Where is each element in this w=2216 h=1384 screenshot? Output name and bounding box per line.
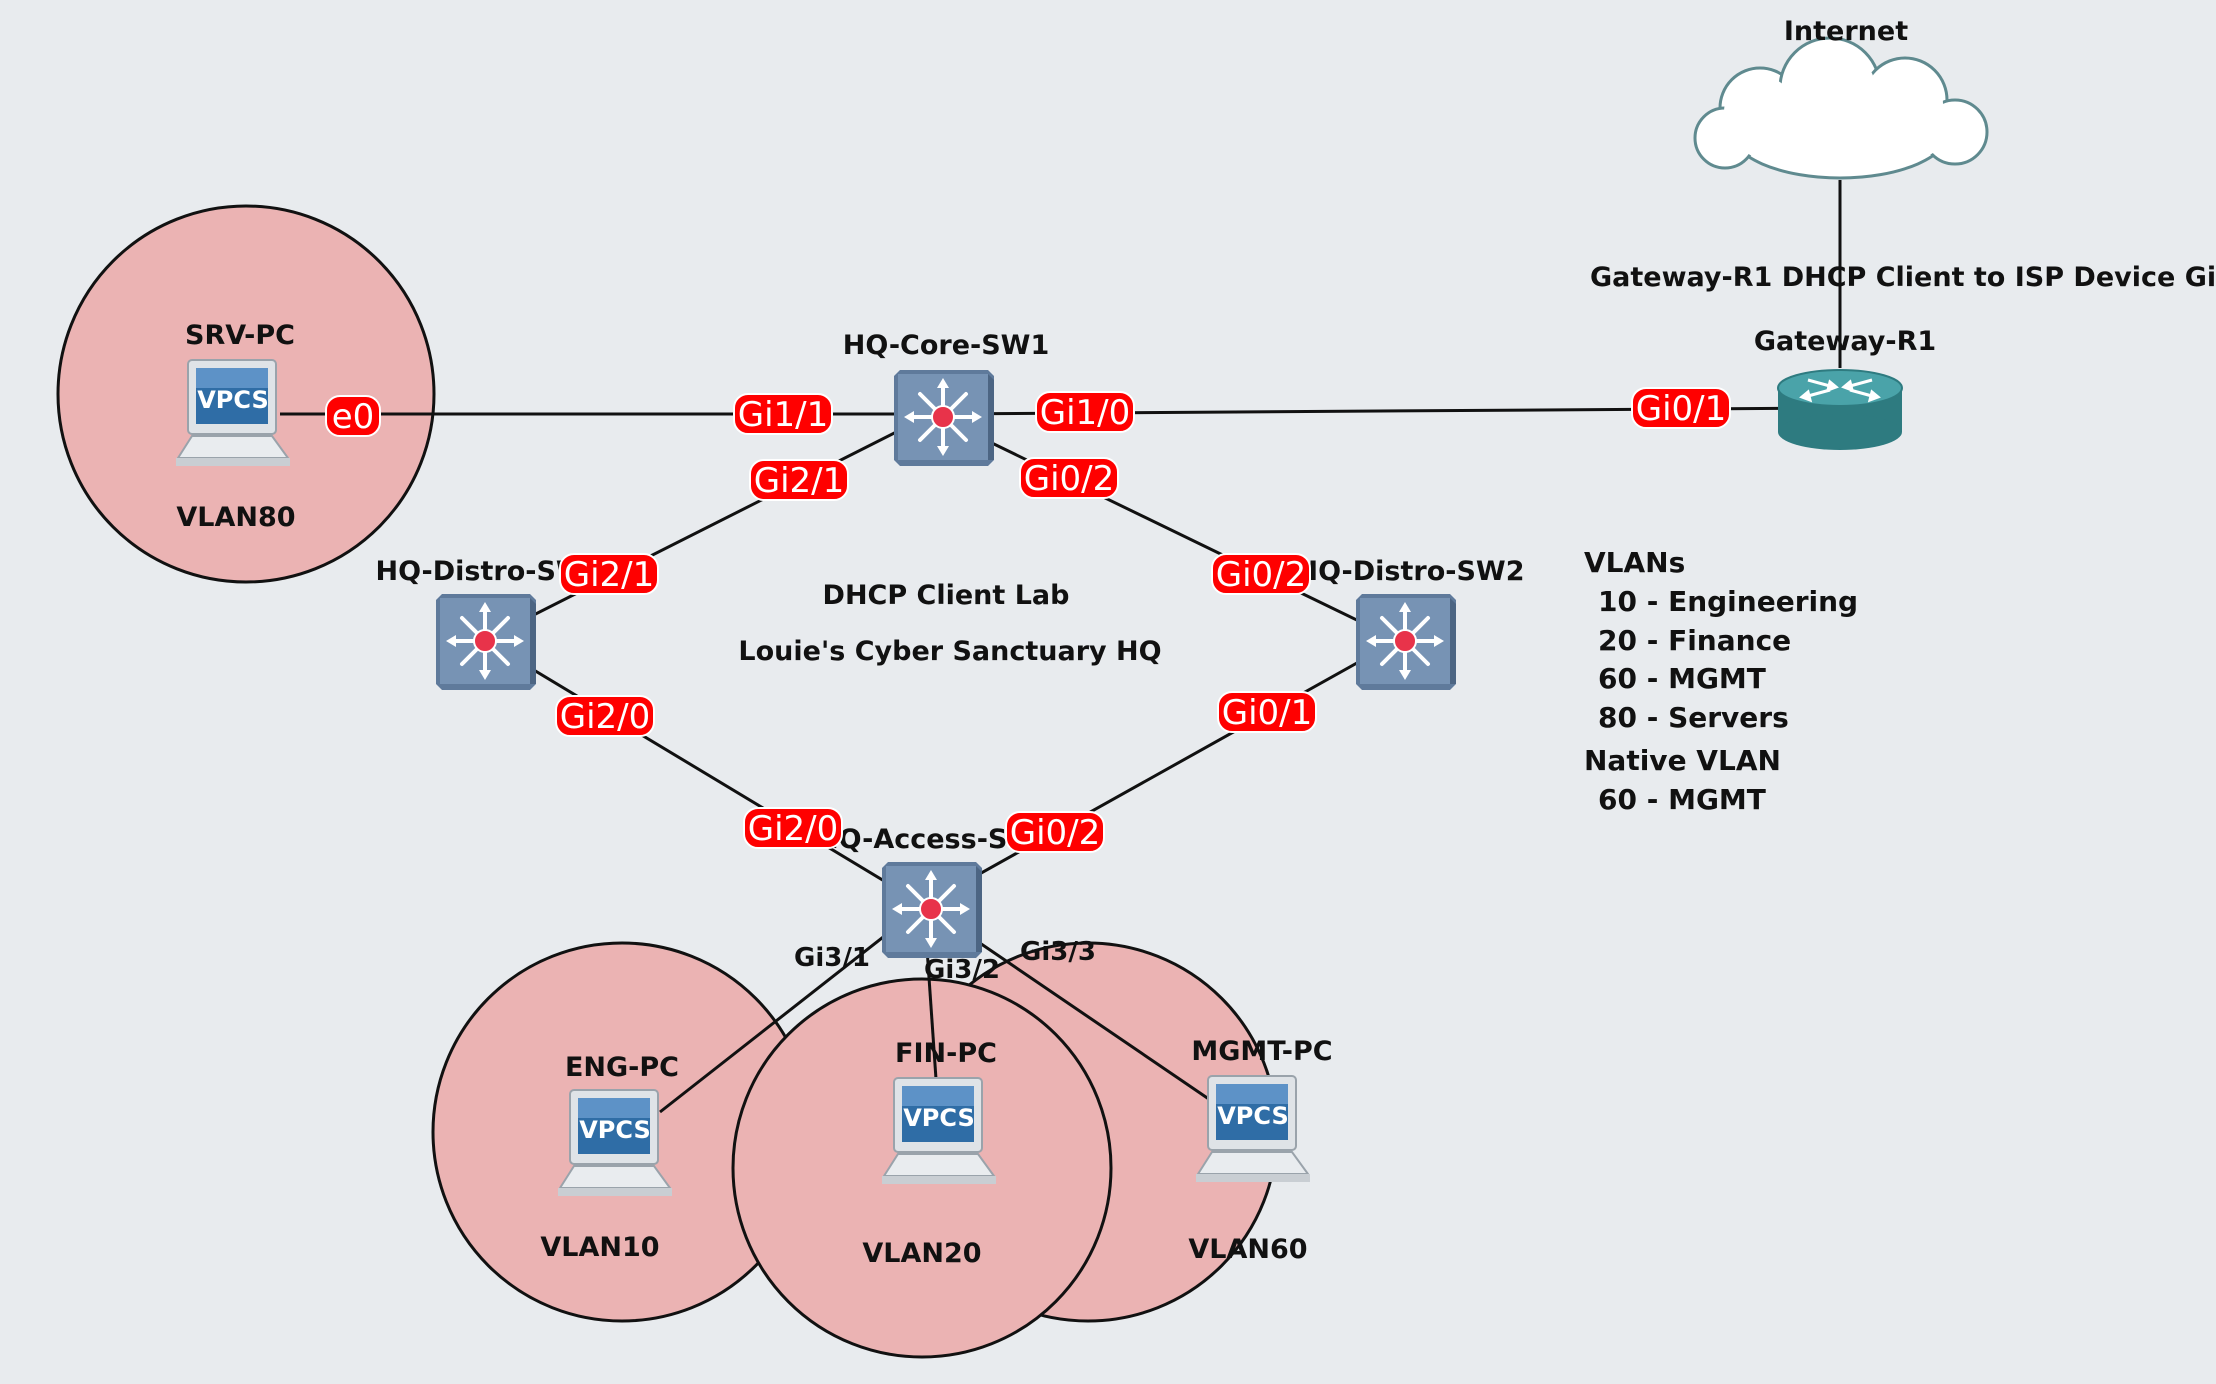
port-label-text: Gi2/1	[564, 555, 655, 595]
internet-label: Internet	[1784, 16, 1908, 47]
srv-pc[interactable]: VPCS SRV-PC VLAN80	[175, 320, 296, 533]
port-label-text: Gi2/1	[754, 461, 845, 501]
router-note: Gateway-R1 DHCP Client to ISP Device Gi0…	[1590, 262, 2216, 293]
port-label[interactable]: Gi2/0	[743, 807, 843, 849]
fin-pc-label: FIN-PC	[895, 1038, 997, 1069]
port-label-text: Gi2/0	[560, 697, 651, 737]
vlan-legend: VLANs 10 - Engineering 20 - Finance 60 -…	[1584, 546, 1858, 816]
switch-icon	[880, 860, 984, 960]
port-label-text: Gi0/2	[1010, 813, 1101, 853]
distro2-switch-label: HQ-Distro-SW2	[1296, 556, 1525, 587]
port-label[interactable]: Gi1/1	[733, 393, 833, 435]
eng-vlan-label: VLAN10	[540, 1232, 659, 1263]
port-label-text: Gi0/1	[1636, 389, 1727, 429]
eng-pc-label: ENG-PC	[565, 1052, 679, 1083]
port-label[interactable]: Gi2/1	[749, 459, 849, 501]
port-label[interactable]: Gi0/2	[1005, 811, 1105, 853]
mgmt-vlan-label: VLAN60	[1188, 1234, 1307, 1265]
legend-item: 10 - Engineering	[1598, 585, 1858, 618]
vpcs-badge: VPCS	[1217, 1102, 1289, 1130]
port-label[interactable]: Gi2/1	[559, 553, 659, 595]
cloud-icon	[1693, 36, 1989, 180]
port-label-text: Gi1/1	[738, 395, 829, 435]
legend-native-heading: Native VLAN	[1584, 744, 1781, 777]
port-label[interactable]: Gi0/1	[1217, 691, 1317, 733]
mgmt-pc[interactable]: VPCS MGMT-PC VLAN60	[1188, 1036, 1332, 1265]
legend-native-item: 60 - MGMT	[1598, 783, 1766, 816]
port-label[interactable]: Gi0/2	[1211, 553, 1311, 595]
vpcs-badge: VPCS	[579, 1116, 651, 1144]
internet-cloud[interactable]: Internet	[1693, 16, 1989, 180]
vpcs-badge: VPCS	[197, 386, 269, 414]
eng-pc[interactable]: VPCS ENG-PC VLAN10	[540, 1052, 679, 1263]
port-label[interactable]: Gi1/0	[1035, 391, 1135, 433]
port-labels: e0 Gi1/1 Gi1/0 Gi2/1 Gi0/2 Gi0/1 Gi2/1	[325, 387, 1731, 853]
port-label[interactable]: Gi0/2	[1019, 457, 1119, 499]
router-label: Gateway-R1	[1754, 326, 1936, 357]
core-switch-label: HQ-Core-SW1	[843, 330, 1049, 361]
port-label-text: Gi0/2	[1216, 555, 1307, 595]
port-label-text: Gi0/2	[1024, 459, 1115, 499]
link-core-distro2[interactable]	[931, 412, 1399, 642]
fin-vlan-label: VLAN20	[862, 1238, 981, 1269]
link-distro1-access[interactable]	[483, 638, 925, 907]
gateway-router[interactable]: Gateway-R1	[1754, 326, 1936, 450]
center-title: DHCP Client Lab	[823, 580, 1070, 611]
port-label-text: e0	[332, 397, 375, 437]
srv-vlan-label: VLAN80	[176, 502, 295, 533]
fin-pc[interactable]: VPCS FIN-PC VLAN20	[862, 1038, 997, 1269]
legend-item: 20 - Finance	[1598, 624, 1791, 657]
vpcs-badge: VPCS	[903, 1104, 975, 1132]
link-distro2-access[interactable]	[923, 638, 1399, 907]
port-label-gi3-2: Gi3/2	[924, 955, 1000, 985]
link-core-distro1[interactable]	[483, 412, 933, 642]
port-label-gi3-3: Gi3/3	[1020, 937, 1096, 967]
legend-item: 60 - MGMT	[1598, 662, 1766, 695]
port-label-text: Gi2/0	[748, 809, 839, 849]
port-label[interactable]: e0	[325, 395, 381, 437]
mgmt-pc-label: MGMT-PC	[1191, 1036, 1332, 1067]
srv-pc-label: SRV-PC	[185, 320, 295, 351]
port-label-text: Gi1/0	[1040, 393, 1131, 433]
legend-item: 80 - Servers	[1598, 701, 1789, 734]
port-label[interactable]: Gi0/1	[1631, 387, 1731, 429]
port-label-text: Gi0/1	[1222, 693, 1313, 733]
distro2-switch[interactable]: HQ-Distro-SW2	[1296, 556, 1525, 692]
switch-icon	[1354, 592, 1458, 692]
switch-icon	[434, 592, 538, 692]
port-label-gi3-1: Gi3/1	[794, 943, 870, 973]
switch-icon	[892, 368, 996, 468]
port-label[interactable]: Gi2/0	[555, 695, 655, 737]
legend-heading: VLANs	[1584, 546, 1685, 579]
router-icon	[1777, 369, 1903, 450]
core-switch[interactable]: HQ-Core-SW1	[843, 330, 1049, 468]
center-subtitle: Louie's Cyber Sanctuary HQ	[738, 636, 1161, 667]
link-access-eng[interactable]	[659, 903, 925, 1114]
